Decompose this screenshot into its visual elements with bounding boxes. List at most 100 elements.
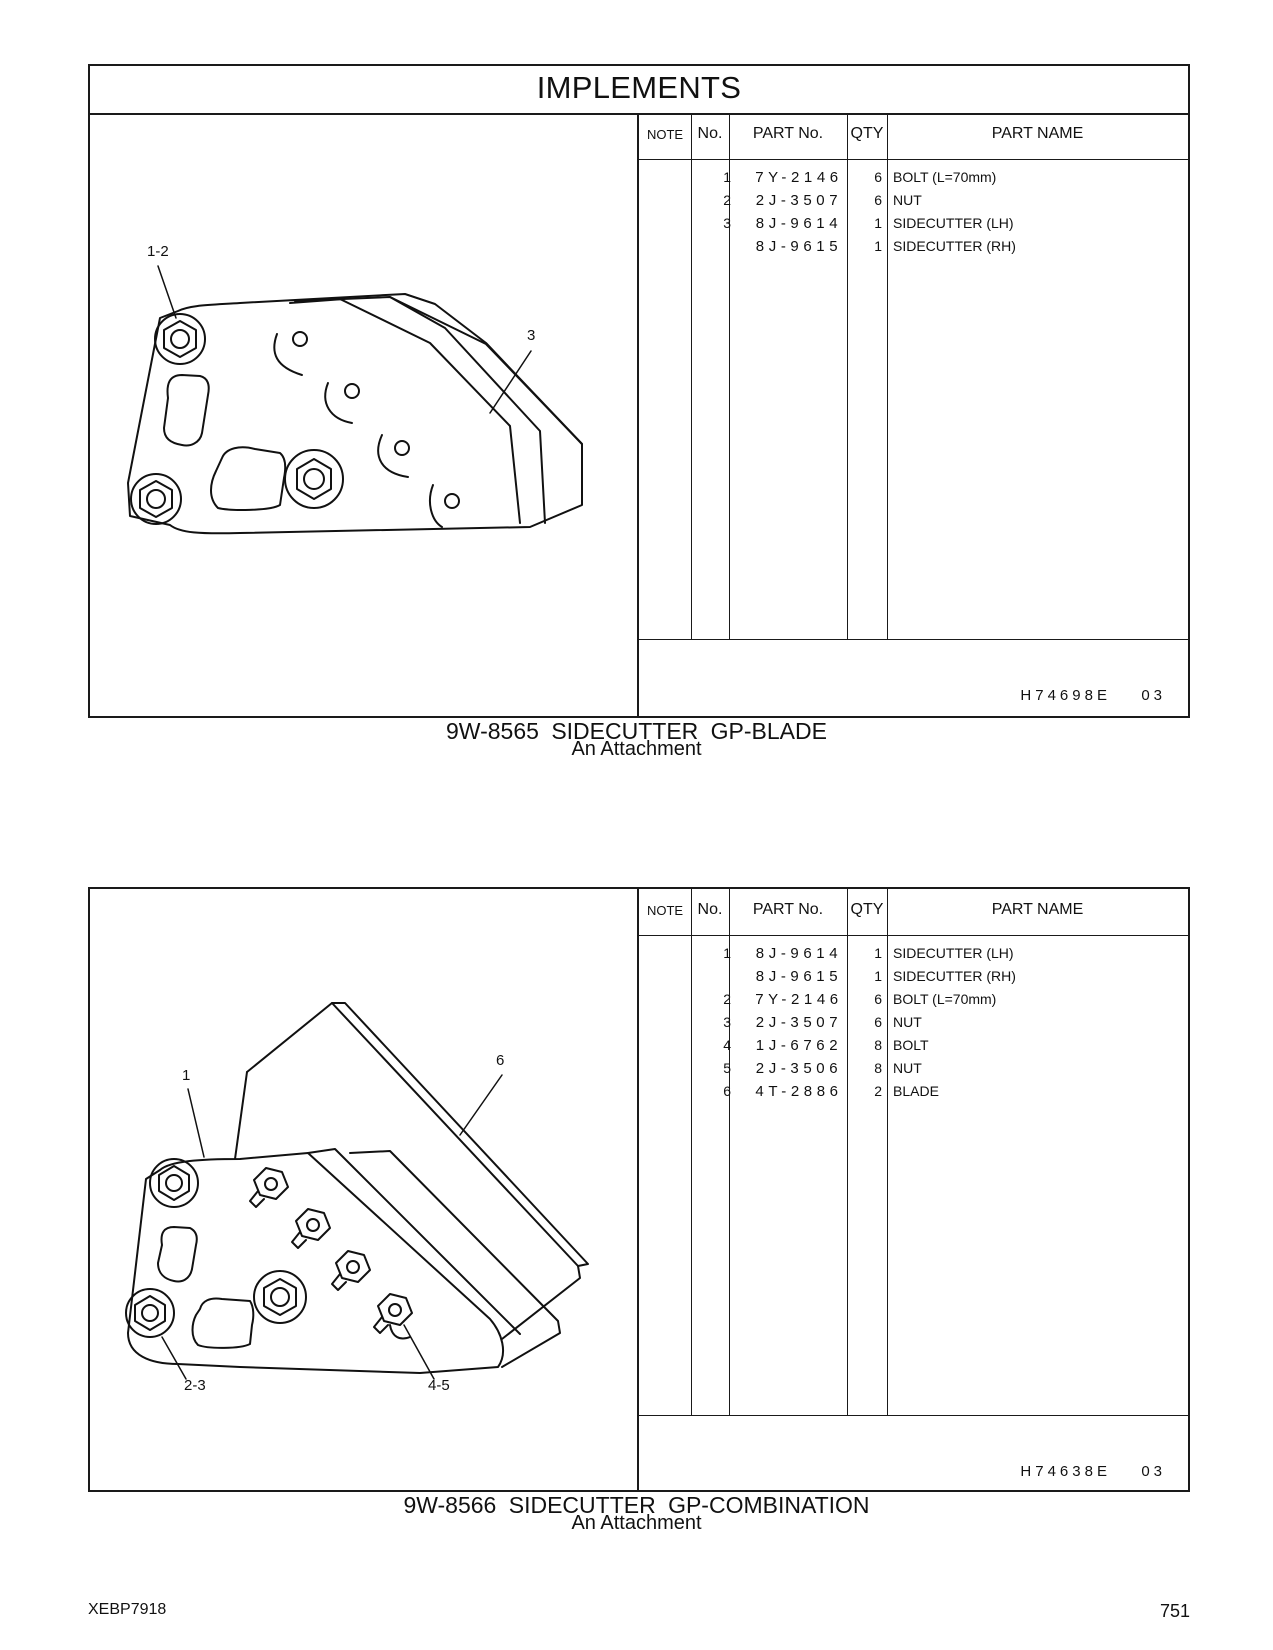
item-no: 1 — [723, 169, 731, 185]
part-name: NUT — [893, 1014, 922, 1030]
header-no: No. — [697, 901, 723, 918]
quantity: 6 — [874, 192, 882, 208]
part-number: 1J-6762 — [755, 1037, 843, 1054]
column-divider — [887, 113, 888, 639]
header-qty: QTY — [850, 125, 884, 142]
quantity: 6 — [874, 1014, 882, 1030]
part-number: 8J-9615 — [755, 238, 843, 255]
table-row: 4 1J-6762 8 BOLT — [639, 1037, 1188, 1060]
quantity: 8 — [874, 1037, 882, 1053]
illustration-code: H74698E 03 — [1020, 687, 1166, 704]
item-no: 3 — [723, 1014, 731, 1030]
table-header-rule — [639, 159, 1188, 160]
quantity: 2 — [874, 1083, 882, 1099]
part-name: SIDECUTTER (RH) — [893, 238, 1016, 254]
parts-table: NOTE No. PART No. QTY PART NAME 1 7Y-214… — [639, 113, 1188, 716]
illustration-code: H74638E 03 — [1020, 1463, 1166, 1480]
group-subtitle: An Attachment — [571, 738, 702, 760]
callout-label: 2-3 — [184, 1377, 206, 1394]
part-number: 7Y-2146 — [755, 169, 843, 186]
item-no: 3 — [723, 215, 731, 231]
quantity: 1 — [874, 215, 882, 231]
plate-bolt-bottom — [125, 1288, 175, 1338]
table-row: 2 2J-3507 6 NUT — [639, 192, 1188, 215]
quantity: 6 — [874, 991, 882, 1007]
header-part-name: PART NAME — [991, 901, 1084, 918]
blade-bolt-2 — [291, 1208, 331, 1249]
header-part-no: PART No. — [752, 901, 824, 918]
callout-label: 6 — [496, 1052, 505, 1069]
column-divider — [729, 113, 730, 639]
table-header-rule — [639, 935, 1188, 936]
bolt-nut-center — [284, 449, 344, 509]
quantity: 1 — [874, 968, 882, 984]
blade-bolt-4 — [373, 1293, 413, 1340]
blade-bolt-1 — [249, 1167, 289, 1208]
table-row: 6 4T-2886 2 BLADE — [639, 1083, 1188, 1106]
callout-label: 1-2 — [147, 243, 169, 260]
header-no: No. — [697, 125, 723, 142]
page-number: 751 — [1159, 1601, 1190, 1621]
illustration-number: H74638E — [1020, 1463, 1111, 1480]
bolt-nut-bottom-left — [130, 473, 182, 525]
part-number: 8J-9614 — [755, 945, 843, 962]
part-number: 2J-3506 — [755, 1060, 843, 1077]
header-part-name: PART NAME — [991, 125, 1084, 142]
header-part-no: PART No. — [752, 125, 824, 142]
part-number: 4T-2886 — [755, 1083, 843, 1100]
table-row: 8J-9615 1 SIDECUTTER (RH) — [639, 238, 1188, 261]
table-row: 5 2J-3506 8 NUT — [639, 1060, 1188, 1083]
item-no: 4 — [723, 1037, 731, 1053]
part-name: NUT — [893, 1060, 922, 1076]
part-name: SIDECUTTER (LH) — [893, 215, 1014, 231]
table-row: 1 8J-9614 1 SIDECUTTER (LH) — [639, 945, 1188, 968]
column-divider — [729, 889, 730, 1415]
item-no: 5 — [723, 1060, 731, 1076]
header-qty: QTY — [850, 901, 884, 918]
part-number: 7Y-2146 — [755, 991, 843, 1008]
parts-table: NOTE No. PART No. QTY PART NAME 1 8J-961… — [639, 889, 1188, 1490]
group-subtitle: An Attachment — [571, 1512, 702, 1534]
header-note: NOTE — [646, 903, 684, 918]
column-divider — [691, 889, 692, 1415]
callout-label: 3 — [527, 327, 536, 344]
bolt-nut-top-left — [154, 313, 206, 365]
part-number: 8J-9615 — [755, 968, 843, 985]
sidecutter-blade-drawing — [127, 265, 583, 535]
part-number: 8J-9614 — [755, 215, 843, 232]
part-name: BLADE — [893, 1083, 939, 1099]
quantity: 6 — [874, 169, 882, 185]
table-row: 8J-9615 1 SIDECUTTER (RH) — [639, 968, 1188, 991]
item-no: 2 — [723, 991, 731, 1007]
item-no: 6 — [723, 1083, 731, 1099]
column-divider — [847, 889, 848, 1415]
table-footer-rule — [639, 639, 1188, 640]
table-row: 2 7Y-2146 6 BOLT (L=70mm) — [639, 991, 1188, 1014]
exploded-view-figure: 1 6 2-3 4-5 — [90, 889, 639, 1490]
item-no: 2 — [723, 192, 731, 208]
column-divider — [887, 889, 888, 1415]
parts-panel-sidecutter-combination: 1 6 2-3 4-5 NOTE No. PART No. QTY PART N… — [88, 887, 1190, 1492]
part-name: BOLT (L=70mm) — [893, 169, 997, 185]
illustration-revision: 03 — [1141, 687, 1166, 704]
table-row: 1 7Y-2146 6 BOLT (L=70mm) — [639, 169, 1188, 192]
table-row: 3 8J-9614 1 SIDECUTTER (LH) — [639, 215, 1188, 238]
quantity: 1 — [874, 238, 882, 254]
plate-bolt-center — [253, 1270, 307, 1324]
section-header: IMPLEMENTS — [90, 66, 1188, 115]
part-name: BOLT (L=70mm) — [893, 991, 997, 1007]
section-title: IMPLEMENTS — [536, 70, 742, 105]
header-note: NOTE — [646, 127, 684, 142]
column-divider — [847, 113, 848, 639]
part-name: BOLT — [893, 1037, 929, 1053]
part-name: SIDECUTTER (RH) — [893, 968, 1016, 984]
part-name: SIDECUTTER (LH) — [893, 945, 1014, 961]
table-footer-rule — [639, 1415, 1188, 1416]
document-id: XEBP7918 — [88, 1601, 167, 1618]
blade-bolt-3 — [331, 1250, 371, 1291]
group-title: 9W-8566 SIDECUTTER GP-COMBINATION — [403, 1492, 870, 1518]
item-no: 1 — [723, 945, 731, 961]
callout-label: 1 — [182, 1067, 191, 1084]
part-name: NUT — [893, 192, 922, 208]
parts-panel-sidecutter-blade: IMPLEMENTS — [88, 64, 1190, 718]
